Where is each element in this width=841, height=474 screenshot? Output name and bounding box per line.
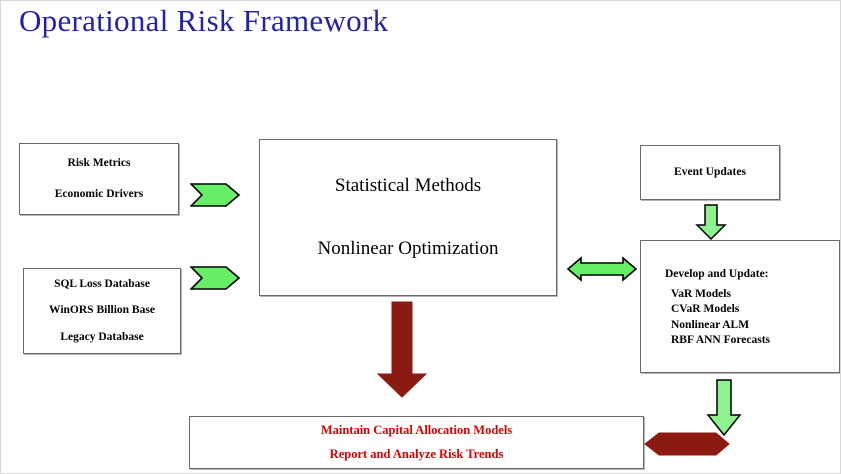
develop-item-1: VaR Models (671, 288, 731, 301)
events-line-1: Event Updates (674, 165, 746, 178)
develop-box[interactable]: Develop and Update: VaR Models CVaR Mode… (640, 240, 840, 373)
arrow-right-to-maintain (644, 429, 730, 459)
develop-item-3: Nonlinear ALM (671, 318, 750, 331)
methods-line-2: Nonlinear Optimization (317, 237, 499, 259)
develop-item-2: CVaR Models (671, 303, 740, 316)
inputs-line-1: Risk Metrics (67, 157, 131, 170)
maintain-line-1: Maintain Capital Allocation Models (320, 423, 513, 437)
databases-box[interactable]: SQL Loss Database WinORS Billion Base Le… (23, 268, 181, 354)
databases-line-3: Legacy Database (60, 330, 144, 343)
arrow-inputs-to-methods (190, 180, 240, 210)
databases-line-2: WinORS Billion Base (49, 304, 155, 317)
maintain-line-2: Report and Analyze Risk Trends (329, 447, 504, 461)
arrow-databases-to-methods (190, 263, 240, 293)
events-box[interactable]: Event Updates (640, 145, 780, 200)
arrow-events-to-develop (695, 204, 727, 240)
arrow-methods-to-develop (567, 254, 637, 284)
databases-line-1: SQL Loss Database (54, 278, 150, 291)
arrow-develop-to-maintain (706, 379, 742, 437)
inputs-line-2: Economic Drivers (54, 187, 144, 200)
arrow-methods-to-maintain (376, 301, 428, 399)
develop-header: Develop and Update: (665, 267, 769, 280)
page-title: Operational Risk Framework (19, 3, 389, 38)
methods-box[interactable]: Statistical Methods Nonlinear Optimizati… (259, 139, 557, 296)
methods-line-1: Statistical Methods (334, 174, 482, 196)
maintain-box[interactable]: Maintain Capital Allocation Models Repor… (189, 416, 644, 469)
develop-item-4: RBF ANN Forecasts (671, 333, 771, 346)
inputs-box[interactable]: Risk Metrics Economic Drivers (19, 143, 179, 215)
